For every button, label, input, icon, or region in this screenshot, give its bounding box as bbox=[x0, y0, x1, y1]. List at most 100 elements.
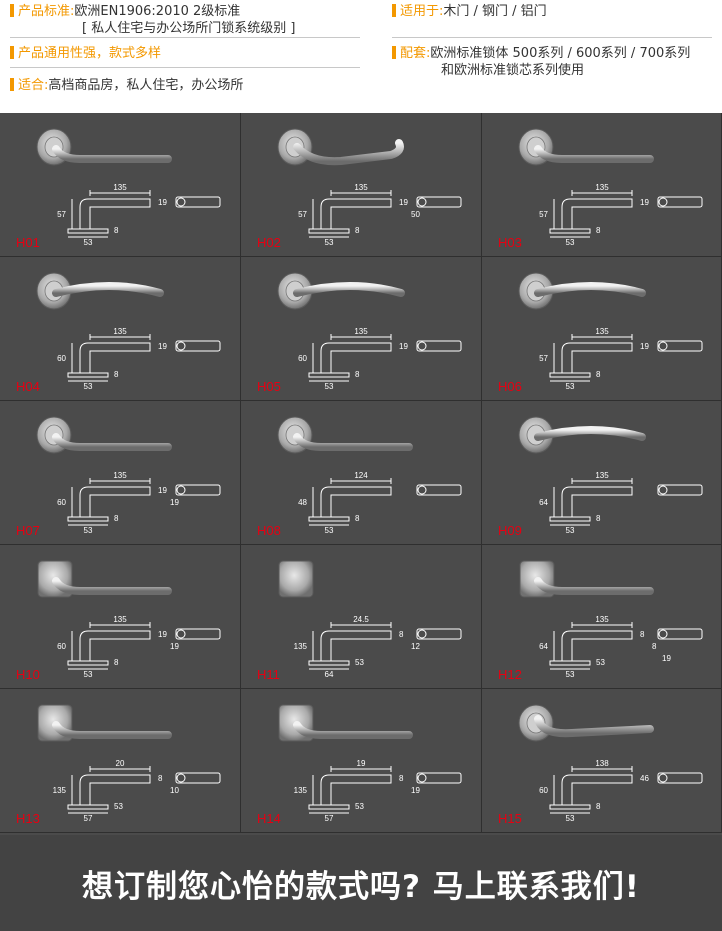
dimension-label: 19 bbox=[170, 642, 179, 651]
product-code: H12 bbox=[498, 667, 522, 682]
dimension-label: 50 bbox=[411, 210, 420, 219]
dimension-label: 24.5 bbox=[353, 615, 369, 624]
dimension-drawing bbox=[67, 334, 221, 382]
dimension-label: 8 bbox=[596, 802, 601, 811]
handle-photo bbox=[518, 128, 654, 166]
product-code: H02 bbox=[257, 235, 281, 250]
handle-photo bbox=[37, 704, 172, 742]
dimension-label: 135 bbox=[113, 615, 127, 624]
dimension-label: 46 bbox=[640, 774, 649, 783]
divider bbox=[10, 67, 360, 68]
dimension-drawing bbox=[67, 190, 221, 238]
product-code: H06 bbox=[498, 379, 522, 394]
standard-line: 产品标准:欧洲EN1906:2010 2级标准 bbox=[10, 4, 240, 20]
dimension-drawing bbox=[67, 622, 221, 670]
bullet-bar bbox=[10, 4, 14, 17]
dimension-label: 64 bbox=[539, 642, 548, 651]
dimension-label: 53 bbox=[596, 658, 605, 667]
dimension-drawing bbox=[549, 766, 703, 814]
dimension-drawing bbox=[308, 766, 462, 814]
dimension-drawing bbox=[308, 334, 462, 382]
dimension-label: 57 bbox=[298, 210, 307, 219]
standard-value: 欧洲EN1906:2010 2级标准 bbox=[74, 4, 241, 19]
dimension-label: 135 bbox=[595, 471, 609, 480]
dimension-label: 53 bbox=[355, 802, 364, 811]
contact-banner[interactable]: 想订制您心怡的款式吗? 马上联系我们! bbox=[0, 835, 722, 931]
product-code: H04 bbox=[16, 379, 40, 394]
dimension-label: 10 bbox=[170, 786, 179, 795]
divider bbox=[10, 37, 360, 38]
match-line: 配套:欧洲标准锁体 500系列 / 600系列 / 700系列 bbox=[392, 46, 690, 62]
dimension-label: 135 bbox=[113, 327, 127, 336]
versatile-text: 产品通用性强，款式多样 bbox=[18, 46, 162, 61]
dimension-label: 19 bbox=[357, 759, 366, 768]
dimension-label: 19 bbox=[399, 342, 408, 351]
dimension-label: 53 bbox=[566, 526, 575, 535]
dimension-label: 135 bbox=[53, 786, 67, 795]
handle-photo bbox=[518, 272, 646, 310]
match-value-1: 欧洲标准锁体 500系列 / 600系列 / 700系列 bbox=[430, 46, 691, 61]
dimension-drawing bbox=[549, 190, 703, 238]
dimension-drawing bbox=[308, 190, 462, 238]
handle-photo bbox=[519, 560, 654, 598]
product-code: H14 bbox=[257, 811, 281, 826]
dimension-label: 53 bbox=[325, 238, 334, 247]
versatile-line: 产品通用性强，款式多样 bbox=[10, 46, 161, 62]
applies-label: 适用于: bbox=[400, 4, 444, 19]
dimension-label: 8 bbox=[158, 774, 163, 783]
handle-photo bbox=[37, 560, 172, 598]
dimension-label: 48 bbox=[298, 498, 307, 507]
banner-text: 想订制您心怡的款式吗? 马上联系我们! bbox=[82, 868, 640, 905]
dimension-label: 135 bbox=[595, 183, 609, 192]
dimension-label: 53 bbox=[84, 670, 93, 679]
product-code: H09 bbox=[498, 523, 522, 538]
product-code: H13 bbox=[16, 811, 40, 826]
dimension-label: 57 bbox=[539, 210, 548, 219]
dimension-label: 60 bbox=[57, 642, 66, 651]
match-label: 配套: bbox=[400, 46, 431, 61]
dimension-label: 20 bbox=[116, 759, 125, 768]
handle-photo bbox=[36, 416, 172, 454]
handle-photo bbox=[518, 416, 646, 454]
dimension-drawing bbox=[67, 766, 221, 814]
dimension-label: 124 bbox=[354, 471, 368, 480]
handle-photo bbox=[278, 704, 413, 742]
dimension-label: 135 bbox=[113, 183, 127, 192]
handle-photo bbox=[36, 272, 164, 310]
dimension-label: 53 bbox=[566, 814, 575, 823]
dimension-label: 57 bbox=[539, 354, 548, 363]
dimension-label: 19 bbox=[640, 198, 649, 207]
dimension-drawing bbox=[549, 334, 703, 382]
dimension-label: 19 bbox=[662, 654, 671, 663]
suitable-value: 高档商品房，私人住宅，办公场所 bbox=[48, 78, 244, 93]
dimension-label: 53 bbox=[84, 526, 93, 535]
dimension-label: 8 bbox=[596, 226, 601, 235]
dimension-label: 57 bbox=[57, 210, 66, 219]
dimension-label: 135 bbox=[595, 615, 609, 624]
dimension-label: 53 bbox=[325, 526, 334, 535]
product-code: H05 bbox=[257, 379, 281, 394]
